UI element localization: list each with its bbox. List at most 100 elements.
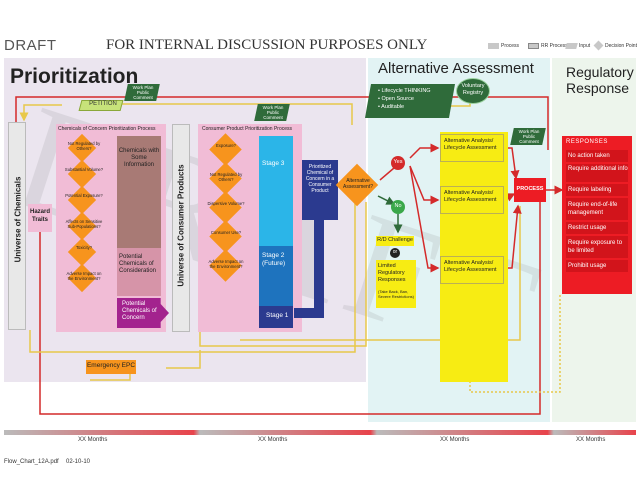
prioritized-chemical-box[interactable] xyxy=(302,160,338,220)
chem-decision-6[interactable]: Adverse Impact on the Environment? xyxy=(64,263,104,293)
footer-date: 02-10-10 xyxy=(66,459,91,465)
or-circle xyxy=(390,248,400,258)
universe-chem-line xyxy=(29,200,356,353)
yes-circle xyxy=(391,156,405,170)
universe-consumer-products-label: Universe of Consumer Products xyxy=(176,164,186,287)
voluntary-registry-label: Voluntary Registry xyxy=(461,83,485,96)
response-item-6[interactable]: Require exposure to be limited xyxy=(566,236,628,258)
product-diamond-column: Exposure?Not Regulated by Others?Dispers… xyxy=(200,133,254,286)
limited-responses-box[interactable] xyxy=(376,260,416,308)
yellow-line-bottom xyxy=(199,202,367,347)
process-box[interactable] xyxy=(514,178,546,202)
potential-chemicals-consideration-label: Potential Chemicals of Consideration xyxy=(119,254,157,274)
chem-decision-label: Potential Exposure? xyxy=(65,193,103,198)
prioritization-title: Prioritization xyxy=(10,65,139,88)
voluntary-registry-circle[interactable] xyxy=(456,78,490,104)
product-decision-shape xyxy=(209,191,242,224)
regulatory-response-title: Regulatory Response xyxy=(566,64,634,96)
response-item-5[interactable]: Restrict usage xyxy=(566,222,628,234)
product-decision-shape xyxy=(209,220,242,253)
yellow-line-bottom2 xyxy=(240,206,521,341)
red-feedback-line-bottom xyxy=(39,200,541,415)
universe-of-chemicals-label: Universe of Chemicals xyxy=(13,176,23,263)
yes-to-analysis-1 xyxy=(409,143,440,159)
no-circle xyxy=(391,200,405,214)
alternative-assessment-title: Alternative Assessment xyxy=(378,60,534,77)
chemicals-process-title: Chemicals of Concern Prioritization Proc… xyxy=(58,126,156,132)
hazard-traits-box xyxy=(28,204,52,232)
chemicals-some-info-label: Chemicals with Some Information xyxy=(118,148,160,168)
product-decision-1[interactable]: Exposure? xyxy=(206,133,246,166)
yes-to-analysis-3 xyxy=(409,165,440,273)
stage-2-label: Stage 2 (Future) xyxy=(262,252,286,267)
response-item-7[interactable]: Prohibit usage xyxy=(566,260,628,272)
response-item-1[interactable]: No action taken xyxy=(566,150,628,162)
limited-responses-sub: (Take Back, Ban, Severe Restrictions) xyxy=(378,289,415,299)
responses-title: RESPONSES xyxy=(566,139,608,145)
product-decision-2[interactable]: Not Regulated by Others? xyxy=(206,162,246,195)
response-item-3[interactable]: Require labeling xyxy=(566,184,628,196)
stage-1-to-prioritized-arrow xyxy=(294,308,324,318)
stage-1-box xyxy=(259,306,293,328)
legend: Process RR Process Input Decision Point xyxy=(488,40,638,52)
legend-process-label: Process xyxy=(501,43,520,49)
stage-3-label: Stage 3 xyxy=(262,160,285,167)
legend-rr-process-label: RR Process xyxy=(541,43,568,49)
response-item-2[interactable]: Require additional info xyxy=(566,164,628,182)
emergency-line-up xyxy=(166,350,201,369)
potential-chemicals-consideration-box xyxy=(117,248,161,296)
legend-process-swatch xyxy=(488,43,499,49)
alt-analysis-box-2[interactable] xyxy=(440,186,504,214)
yes-label: Yes xyxy=(393,159,403,165)
work-plan-label-2: Work Plan Public Comment xyxy=(262,105,284,120)
chem-decision-1[interactable]: Not Regulated by Others? xyxy=(64,133,104,163)
emergency-epc-box[interactable] xyxy=(86,360,136,374)
limited-responses-label: Limited Regulatory Responses xyxy=(378,263,406,283)
potential-chemicals-of-concern-arrow[interactable] xyxy=(117,298,169,328)
red-feedback-line-top xyxy=(15,96,549,150)
rd-challenge-label: R/D Challenge xyxy=(377,237,413,243)
legend-rr-process-swatch xyxy=(528,43,539,49)
chem-decision-shape xyxy=(67,185,97,215)
chem-decision-label: Substantial Volume? xyxy=(64,167,104,172)
lifecycle-item-1: • Lifecycle THINKING xyxy=(378,88,431,94)
potential-chemicals-of-concern-label: Potential Chemicals of Concern xyxy=(122,301,157,321)
alt-analysis-label-2: Alternative Analysis/ Lifecycle Assessme… xyxy=(444,190,497,203)
chem-decision-shape xyxy=(67,237,97,267)
timeline-label-3: XX Months xyxy=(440,437,470,443)
chem-decision-label: Adverse Impact on the Environment? xyxy=(66,271,102,281)
timeline-label-2: XX Months xyxy=(258,437,288,443)
chem-decision-shape xyxy=(67,159,97,189)
product-process-title: Consumer Product Prioritization Process xyxy=(202,126,293,132)
draft-label: DRAFT xyxy=(4,37,57,54)
universe-of-chemicals-bar xyxy=(8,122,26,330)
chem-decision-label: Toxicity? xyxy=(75,245,93,250)
footer-file: Flow_Chart_12A.pdf xyxy=(4,459,59,465)
process-label: PROCESS xyxy=(516,186,544,192)
hazard-traits-label: Hazard Traits xyxy=(29,209,50,223)
work-plan-label-3: Work Plan Public Comment xyxy=(518,129,540,144)
yellow-dotted-return xyxy=(469,295,561,393)
alt-analysis-label-1: Alternative Analysis/ Lifecycle Assessme… xyxy=(444,138,497,151)
response-item-4[interactable]: Require end-of-life management xyxy=(566,198,628,220)
alternative-assessment-decision-label: Alternative Assessment? xyxy=(342,178,373,190)
product-decision-3[interactable]: Dispersive Volume? xyxy=(206,191,246,224)
or-label: or xyxy=(392,249,398,255)
chem-decision-label: Affects on Sensitive Sub-Populations? xyxy=(65,219,103,229)
lifecycle-item-2: • Open Source xyxy=(378,96,414,102)
product-decision-label: Consumer Use? xyxy=(210,229,242,235)
legend-input-label: Input xyxy=(579,43,591,49)
product-decision-5[interactable]: Adverse Impact on the Environment? xyxy=(206,249,246,282)
timeline-bar xyxy=(4,430,636,435)
chem-decision-2[interactable]: Substantial Volume? xyxy=(64,159,104,189)
chem-decision-3[interactable]: Potential Exposure? xyxy=(64,185,104,215)
product-decision-shape xyxy=(209,133,242,166)
chem-decision-5[interactable]: Toxicity? xyxy=(64,237,104,267)
product-decision-4[interactable]: Consumer Use? xyxy=(206,220,246,253)
yes-to-analysis-2 xyxy=(409,165,440,205)
alt-analysis-box-3[interactable] xyxy=(440,256,504,284)
chem-decision-4[interactable]: Affects on Sensitive Sub-Populations? xyxy=(64,211,104,241)
stage-3-box xyxy=(259,136,293,246)
rd-challenge-box[interactable] xyxy=(376,236,414,246)
alt-analysis-box-1[interactable] xyxy=(440,134,504,162)
